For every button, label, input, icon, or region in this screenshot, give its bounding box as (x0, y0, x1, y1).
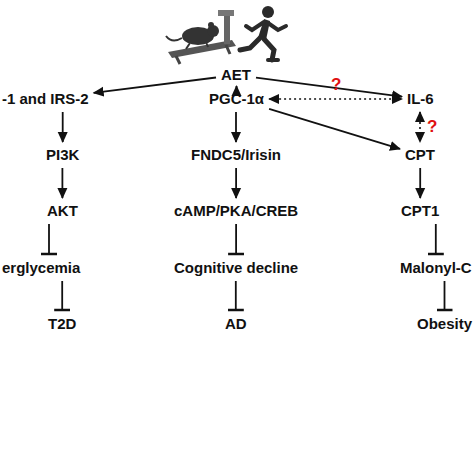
mouse-treadmill (166, 10, 236, 64)
pathway-node: PI3K (44, 145, 81, 165)
pathway-node: AD (223, 314, 249, 334)
node-text: CPT1 (401, 202, 439, 220)
activation-arrow (235, 112, 237, 142)
node-text: PI3K (46, 146, 79, 164)
pathway-node: Cognitive decline (172, 258, 300, 278)
node-text: PGC-1α (209, 90, 264, 108)
inhibition-connector (435, 224, 437, 254)
pathway-node: AKT (45, 201, 80, 221)
node-text: Cognitive decline (174, 259, 298, 277)
pathway-node: FNDC5/Irisin (189, 145, 283, 165)
node-text: IL-6 (407, 90, 434, 108)
inhibition-connector (444, 281, 446, 310)
node-text: AD (225, 315, 247, 333)
pathway-node: Malonyl-C (398, 258, 474, 278)
node-text: AET (221, 66, 251, 84)
activation-arrow (94, 78, 216, 93)
pathway-node: erglycemia (0, 258, 82, 278)
pathway-node: IL-6 (405, 89, 436, 109)
inhibition-connector (61, 281, 63, 310)
question-mark: ? (427, 117, 437, 137)
inhibition-connector (235, 224, 237, 254)
activation-arrow (419, 168, 421, 198)
pathway-node: -1 and IRS-2 (0, 89, 91, 109)
node-text: erglycemia (2, 259, 80, 277)
node-text: CPT (405, 146, 435, 164)
activation-arrow (236, 86, 238, 88)
pathway-node: T2D (46, 314, 78, 334)
node-text: AKT (47, 202, 78, 220)
pathway-node: AET (219, 65, 253, 85)
pathway-node: Obesity (415, 314, 474, 334)
node-text: FNDC5/Irisin (191, 146, 281, 164)
node-text: T2D (48, 315, 76, 333)
activation-arrow (269, 109, 400, 149)
activation-arrow (235, 168, 237, 198)
node-text: -1 and IRS-2 (2, 90, 89, 108)
pathway-node: cAMP/PKA/CREB (172, 201, 300, 221)
runner-figure (240, 6, 286, 60)
activation-arrow (269, 98, 402, 100)
pathway-node: CPT1 (399, 201, 441, 221)
activation-arrow (419, 112, 421, 142)
pathway-node: PGC-1α (207, 89, 266, 109)
question-mark: ? (331, 75, 341, 95)
activation-arrow (62, 168, 64, 198)
activation-arrow (256, 78, 402, 97)
inhibition-connector (48, 224, 50, 254)
node-text: Obesity (417, 315, 472, 333)
node-text: Malonyl-C (400, 259, 472, 277)
pathway-node: CPT (403, 145, 437, 165)
activation-arrow (62, 112, 64, 142)
node-text: cAMP/PKA/CREB (174, 202, 298, 220)
inhibition-connector (235, 281, 237, 310)
